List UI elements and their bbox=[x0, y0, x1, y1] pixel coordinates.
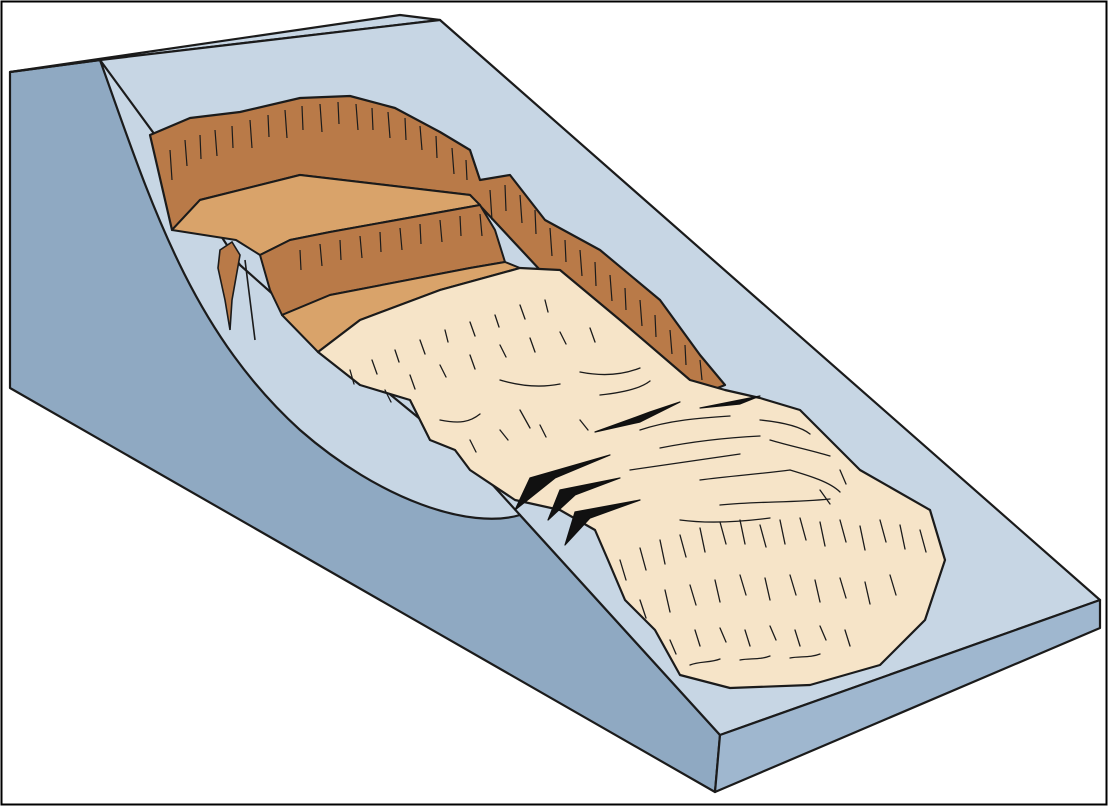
diagram-frame bbox=[0, 0, 1108, 806]
slump-landslide-diagram bbox=[0, 0, 1108, 806]
